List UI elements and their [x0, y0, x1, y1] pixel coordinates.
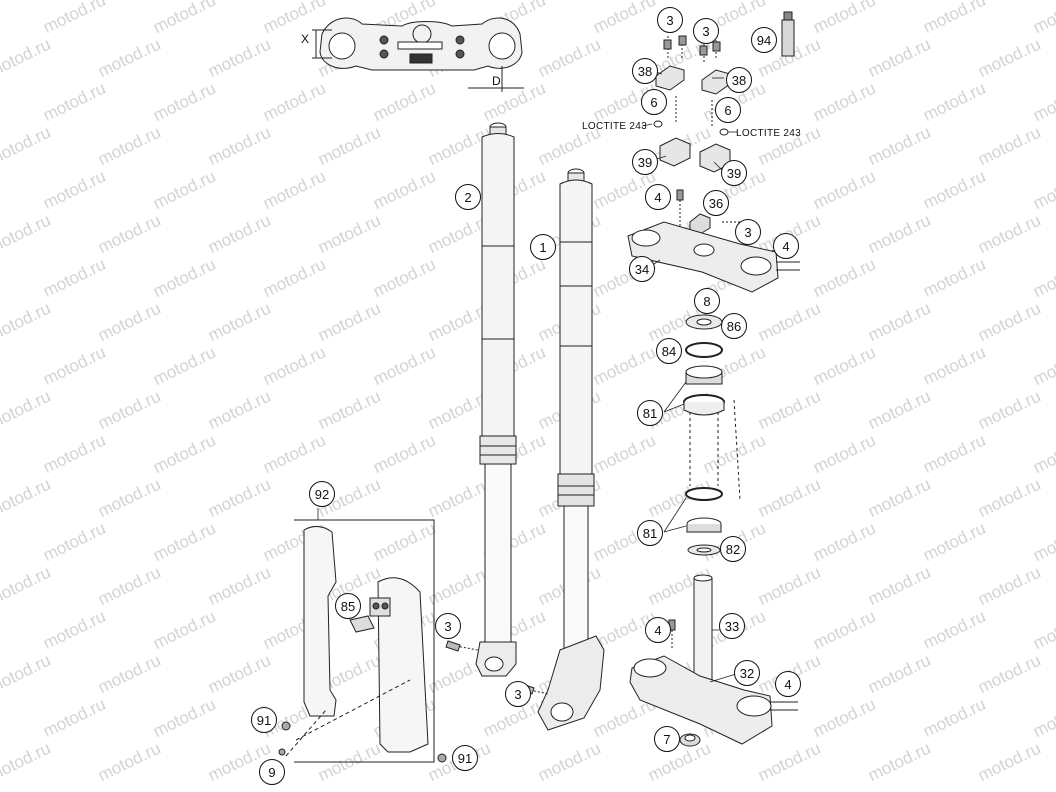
- callout-3b: 3: [693, 18, 719, 44]
- fork-leg-2: [445, 122, 517, 677]
- callout-4a: 4: [645, 184, 671, 210]
- fork-guards: [278, 519, 447, 763]
- callout-81b: 81: [637, 520, 663, 546]
- callout-84: 84: [656, 338, 682, 364]
- callout-39a: 39: [632, 149, 658, 175]
- callout-3a: 3: [657, 7, 683, 33]
- callout-6a: 6: [641, 89, 667, 115]
- dimension-x-label: X: [301, 32, 310, 46]
- callout-94: 94: [751, 27, 777, 53]
- callout-33: 33: [719, 613, 745, 639]
- callout-36: 36: [703, 190, 729, 216]
- loctite-note-right: LOCTITE 243: [736, 128, 801, 139]
- callout-91a: 91: [251, 707, 277, 733]
- callout-34: 34: [629, 256, 655, 282]
- callout-2: 2: [455, 184, 481, 210]
- callout-1: 1: [530, 234, 556, 260]
- callout-4c: 4: [645, 617, 671, 643]
- callout-9: 9: [259, 759, 285, 785]
- callout-85: 85: [335, 593, 361, 619]
- callout-86: 86: [721, 313, 747, 339]
- callout-38a: 38: [632, 58, 658, 84]
- callout-32: 32: [734, 660, 760, 686]
- callout-39b: 39: [721, 160, 747, 186]
- callout-3d: 3: [435, 613, 461, 639]
- fork-leg-1: [519, 168, 605, 731]
- lower-triple-clamp: [629, 574, 798, 747]
- callout-3c: 3: [735, 219, 761, 245]
- callout-81a: 81: [637, 400, 663, 426]
- callout-91b: 91: [452, 745, 478, 771]
- upper-triple-clamp: [627, 189, 800, 293]
- callout-82: 82: [720, 536, 746, 562]
- callout-6b: 6: [715, 97, 741, 123]
- upper-triple-clamp-top-view: [319, 17, 523, 71]
- dimension-d-label: D: [492, 74, 501, 88]
- callout-38b: 38: [726, 67, 752, 93]
- callout-8: 8: [694, 288, 720, 314]
- callout-92: 92: [309, 481, 335, 507]
- callout-3e: 3: [505, 681, 531, 707]
- callout-7: 7: [654, 726, 680, 752]
- loctite-note-left: LOCTITE 243: [582, 121, 647, 132]
- callout-4d: 4: [775, 671, 801, 697]
- callout-4b: 4: [773, 233, 799, 259]
